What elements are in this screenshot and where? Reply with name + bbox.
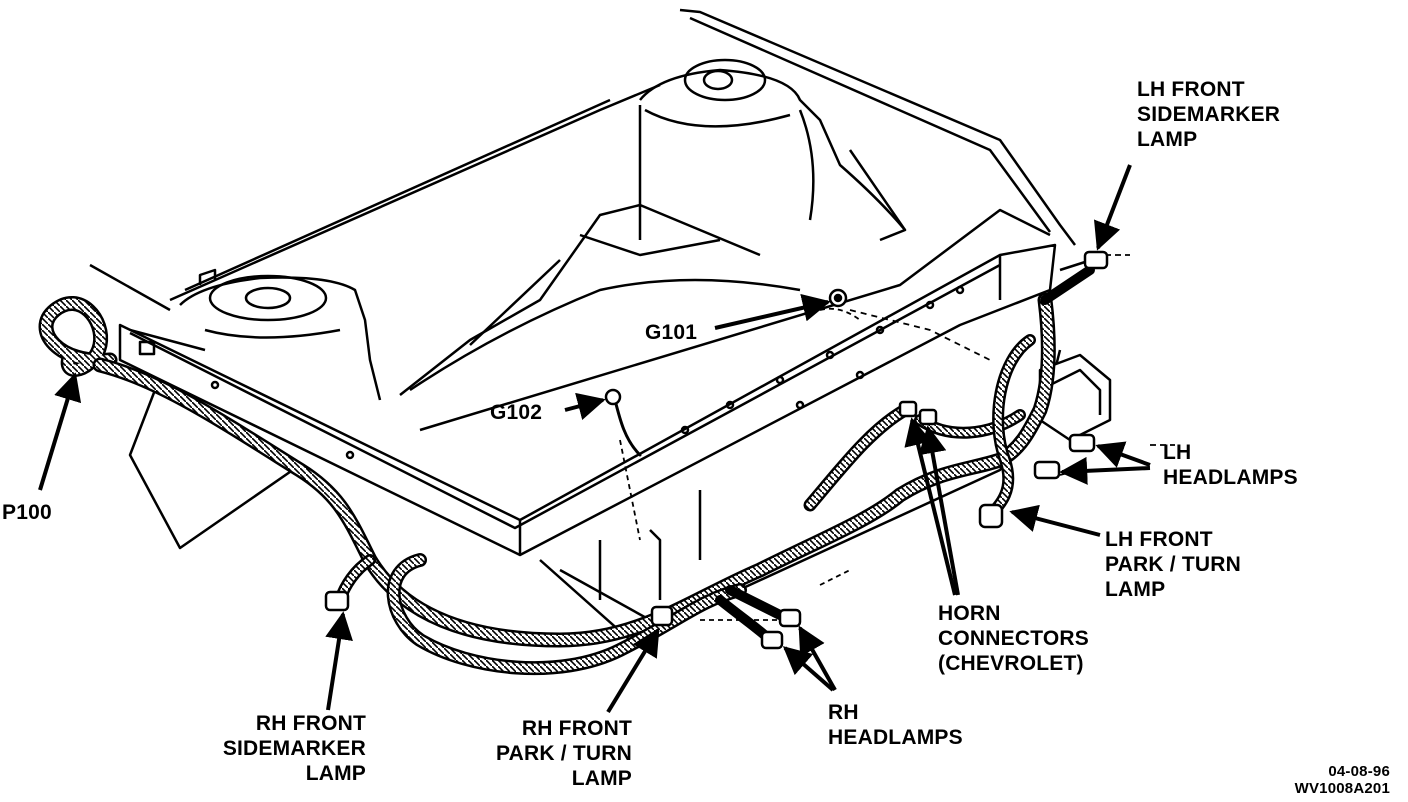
rh-front-sidemarker-connector — [324, 590, 350, 612]
arrow-rh-park-turn — [606, 627, 660, 714]
g101-ground — [828, 288, 848, 308]
arrow-lh-headlamps-upper — [1095, 441, 1151, 468]
lh-headlamp-connector-upper — [1068, 433, 1096, 453]
lh-front-sidemarker-connector — [1059, 250, 1109, 272]
vehicle-body-structure — [89, 8, 1175, 642]
rh-headlamp-connector-lower — [760, 630, 784, 650]
rh-headlamps-label: RH HEADLAMPS — [828, 701, 963, 749]
arrow-rh-headlamps-lower — [782, 646, 835, 692]
p100-label: P100 — [2, 501, 52, 524]
lh-front-sidemarker-lamp-label: LH FRONT SIDEMARKER LAMP — [1137, 78, 1281, 151]
rh-front-park-turn-lamp-label: RH FRONT PARK / TURN LAMP — [496, 717, 632, 790]
arrow-lh-headlamps-lower — [1059, 456, 1151, 485]
figure-code: WV1008A201 — [1294, 780, 1390, 797]
rh-headlamp-connector-upper — [778, 608, 802, 628]
g101-label: G101 — [645, 321, 698, 344]
arrow-p100 — [38, 372, 82, 491]
rh-park-turn-connector — [650, 605, 674, 627]
horn-connector-a — [898, 400, 918, 418]
horn-connectors-label: HORN CONNECTORS (CHEVROLET) — [938, 602, 1089, 675]
g102-label: G102 — [490, 401, 543, 424]
arrow-rh-headlamps-upper — [798, 625, 837, 691]
rh-front-sidemarker-lamp-label: RH FRONT SIDEMARKER LAMP — [222, 712, 366, 785]
horn-connector-b — [918, 408, 938, 426]
arrow-horn-b — [918, 425, 960, 596]
arrow-lh-park-turn — [1009, 504, 1101, 537]
g102-ground — [604, 388, 622, 406]
lh-front-park-turn-lamp-label: LH FRONT PARK / TURN LAMP — [1105, 528, 1241, 601]
figure-date: 04-08-96 — [1328, 763, 1390, 780]
figure-footer: 04-08-96 WV1008A201 — [1230, 763, 1390, 797]
leader-arrows — [38, 164, 1151, 714]
arrow-g101 — [714, 294, 831, 330]
arrow-rh-front-sidemarker — [325, 611, 353, 711]
connectors — [324, 250, 1109, 650]
arrow-g102 — [564, 392, 606, 420]
lh-headlamps-label: LH HEADLAMPS — [1163, 441, 1298, 489]
lh-headlamp-connector-lower — [1033, 460, 1061, 480]
arrow-lh-front-sidemarker — [1094, 164, 1132, 251]
lh-park-turn-connector — [978, 503, 1004, 529]
